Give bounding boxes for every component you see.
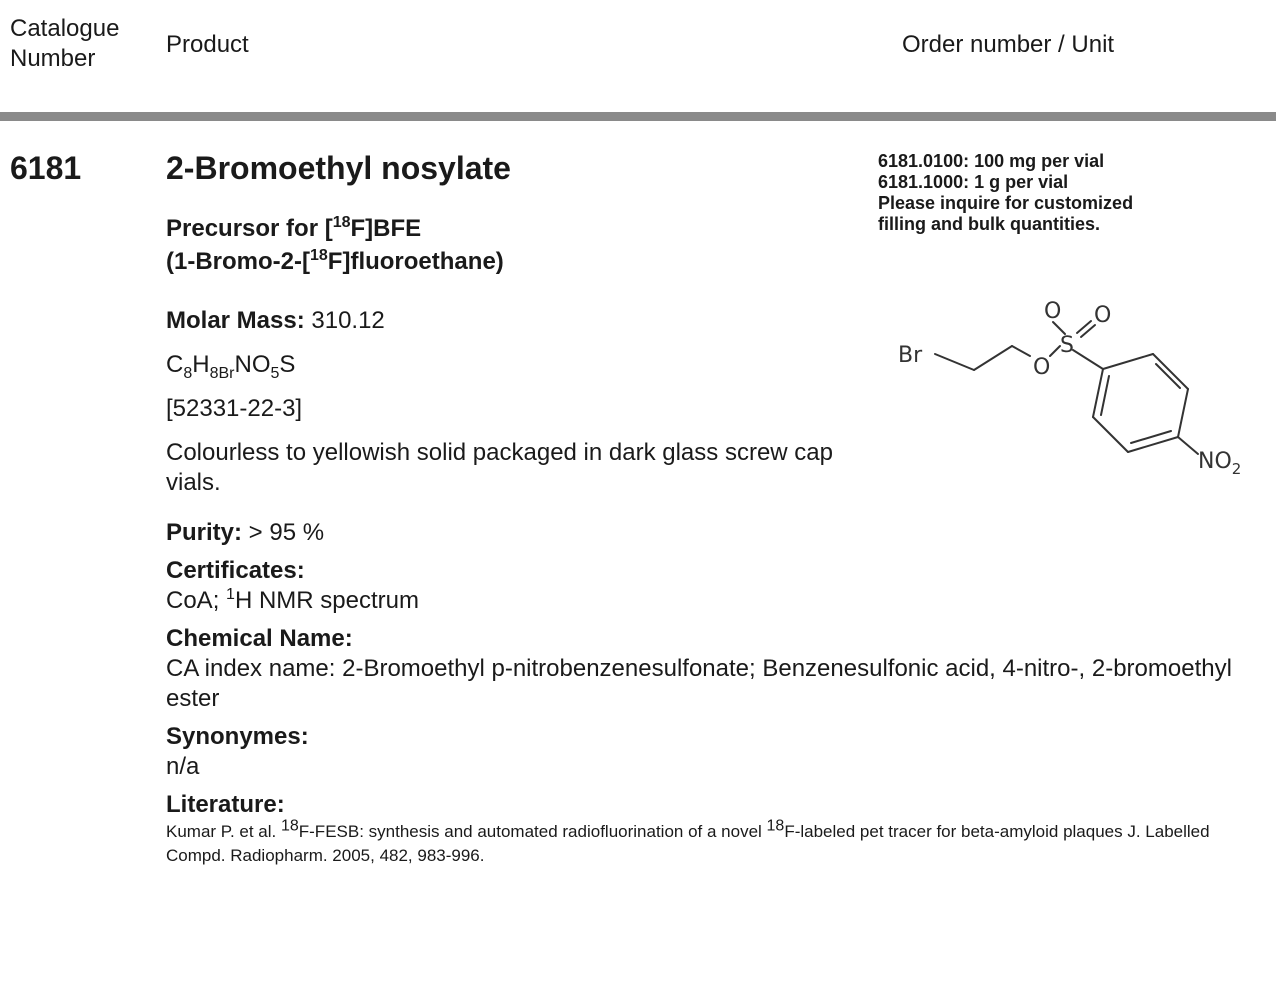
literature-text: Kumar P. et al. — [166, 822, 281, 841]
order-line: Please inquire for customized — [878, 193, 1134, 213]
header-catalogue-line2: Number — [10, 45, 96, 72]
formula-sub: 5 — [270, 364, 280, 382]
molecular-formula: C8H8BrNO5S — [166, 350, 1256, 382]
product-details: Molar Mass: 310.12 C8H8BrNO5S [52331-22-… — [166, 306, 1256, 868]
structure-o2: O — [1094, 303, 1111, 328]
order-line: 6181.0100: 100 mg per vial — [878, 151, 1105, 171]
literature-sup: 18 — [280, 817, 299, 835]
literature-text: F-labeled pet tracer for beta-amyloid pl… — [166, 822, 1210, 865]
subtitle-text: F]fluoroethane) — [327, 248, 504, 275]
order-info: 6181.0100: 100 mg per vial 6181.1000: 1 … — [878, 151, 1268, 235]
chemical-name-label: Chemical Name: — [166, 625, 353, 652]
header-divider — [0, 112, 1276, 121]
formula-sub: 8 — [183, 364, 193, 382]
formula-part: C — [166, 351, 184, 378]
literature-label: Literature: — [166, 791, 285, 818]
cas-number: [52331-22-3] — [166, 395, 303, 422]
literature-value: Kumar P. et al. 18F-FESB: synthesis and … — [166, 817, 1256, 868]
structure-no2-sub: 2 — [1232, 460, 1242, 478]
purity-label: Purity: — [166, 519, 243, 546]
structure-br: Br — [898, 343, 923, 368]
structure-no2: NO2 — [1198, 449, 1241, 478]
certificates-text: H NMR spectrum — [234, 587, 419, 614]
subtitle-sup: 18 — [310, 247, 328, 264]
formula-part: H — [192, 351, 210, 378]
purity-value: > 95 % — [242, 519, 325, 546]
structure-o-ester: O — [1033, 355, 1050, 380]
chemical-structure: Br O S O O NO2 — [898, 299, 1241, 478]
chemical-name-value: CA index name: 2-Bromoethyl p-nitrobenze… — [166, 655, 1232, 712]
molar-mass-value: 310.12 — [304, 307, 385, 334]
header-catalogue-line1: Catalogue — [10, 15, 120, 42]
order-line: 6181.1000: 1 g per vial — [878, 172, 1069, 192]
order-line: filling and bulk quantities. — [878, 214, 1101, 234]
header-catalogue-number: Catalogue Number — [10, 14, 119, 74]
certificates-label: Certificates: — [166, 557, 305, 584]
formula-part: NO — [234, 351, 271, 378]
subtitle-text: (1-Bromo-2-[ — [166, 248, 310, 275]
description: Colourless to yellowish solid packaged i… — [166, 439, 833, 496]
synonymes-label: Synonymes: — [166, 723, 309, 750]
header-product: Product — [166, 31, 249, 58]
product-name: 2-Bromoethyl nosylate — [166, 150, 511, 186]
literature-sup: 18 — [766, 817, 785, 835]
subtitle-text: Precursor for [ — [166, 215, 333, 242]
purity: Purity: > 95 % — [166, 518, 1256, 548]
subtitle-line1: Precursor for [18F]BFE — [166, 212, 504, 245]
subtitle-text: F]BFE — [350, 215, 422, 242]
structure-s: S — [1060, 333, 1074, 358]
structure-no2-text: NO — [1198, 449, 1232, 474]
structure-o1: O — [1044, 299, 1061, 324]
certificates-text: CoA; — [166, 587, 227, 614]
product-subtitle: Precursor for [18F]BFE (1-Bromo-2-[18F]f… — [166, 212, 504, 278]
catalogue-number: 6181 — [10, 150, 82, 186]
subtitle-line2: (1-Bromo-2-[18F]fluoroethane) — [166, 245, 504, 278]
formula-sub: 8Br — [209, 364, 235, 382]
molar-mass-label: Molar Mass: — [166, 307, 305, 334]
molar-mass: Molar Mass: 310.12 — [166, 306, 1256, 336]
literature-text: F-FESB: synthesis and automated radioflu… — [298, 822, 767, 841]
certificates-sup: 1 — [226, 586, 235, 603]
subtitle-sup: 18 — [332, 214, 351, 231]
certificates-value: CoA; 1H NMR spectrum — [166, 586, 1256, 616]
synonymes-value: n/a — [166, 753, 200, 780]
formula-part: S — [279, 351, 296, 378]
header-order-unit: Order number / Unit — [902, 31, 1115, 58]
